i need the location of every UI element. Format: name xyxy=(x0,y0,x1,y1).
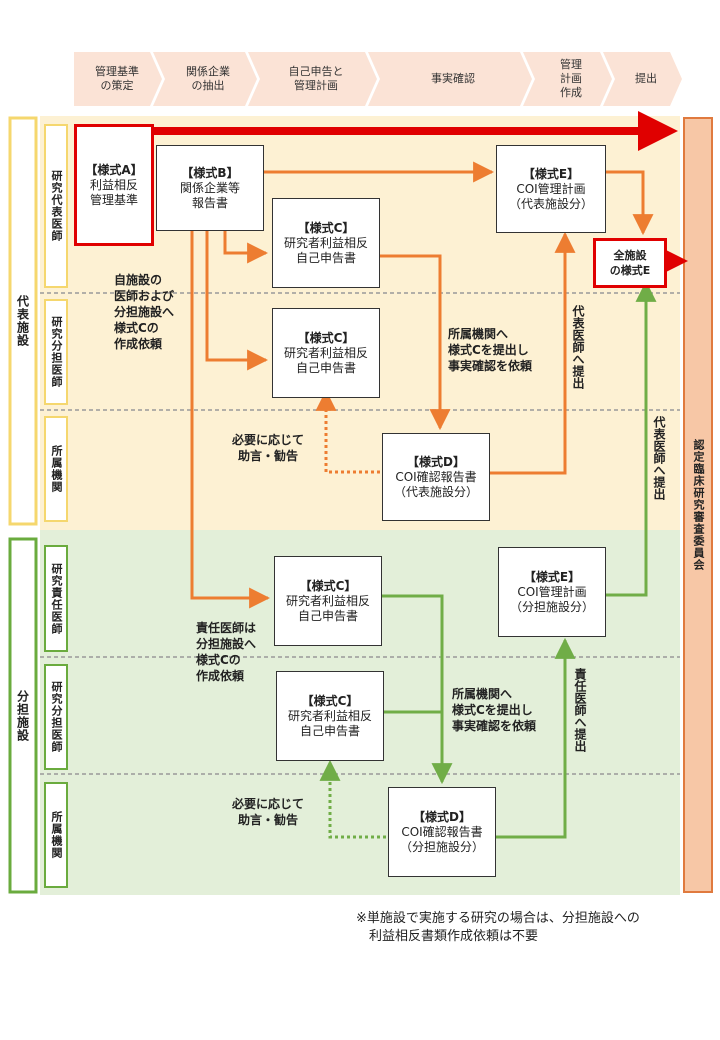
form-c1-box: 【様式C】 研究者利益相反 自己申告書 xyxy=(272,198,380,288)
note-submit-rep-pi-2: 代表医師へ提出 xyxy=(652,416,666,500)
form-e1-title: 【様式E】 xyxy=(522,166,580,181)
step-submit: 提出 xyxy=(635,72,657,85)
step-policy: 管理基準 の策定 xyxy=(95,65,139,92)
step-plan: 管理 計画 作成 xyxy=(560,58,582,99)
committee-bar xyxy=(683,117,713,893)
form-e2-box: 【様式E】 COI管理計画 （分担施設分） xyxy=(498,547,606,637)
role-br-pi: 研究責任医師 xyxy=(44,545,68,652)
chevron-step-3 xyxy=(248,52,377,106)
form-c1-line1: 研究者利益相反 xyxy=(283,235,368,250)
all-e-line2: の様式E xyxy=(609,264,651,277)
form-c3-title: 【様式C】 xyxy=(299,578,357,593)
branch-section-label: 分担施設 xyxy=(15,689,30,742)
representative-section-label: 代表施設 xyxy=(15,295,30,347)
role-rep-sub: 研究分担医師 xyxy=(44,299,68,405)
step-selfreport: 自己申告と 管理計画 xyxy=(288,65,344,92)
role-br-org: 所属機関 xyxy=(44,782,68,888)
form-e2-line1: COI管理計画 xyxy=(517,584,587,599)
form-c4-box: 【様式C】 研究者利益相反 自己申告書 xyxy=(276,671,384,761)
form-e2-title: 【様式E】 xyxy=(523,569,581,584)
form-c1-line2: 自己申告書 xyxy=(295,250,356,265)
form-e1-line1: COI管理計画 xyxy=(516,181,586,196)
form-c3-box: 【様式C】 研究者利益相反 自己申告書 xyxy=(274,556,382,646)
form-d1-line2: （代表施設分） xyxy=(393,484,478,499)
form-b-title: 【様式B】 xyxy=(181,165,239,180)
form-c1-title: 【様式C】 xyxy=(297,220,355,235)
note-advice-br: 必要に応じて 助言・勧告 xyxy=(232,797,305,827)
chevron-step-4 xyxy=(368,52,532,106)
orange-arrows xyxy=(190,161,654,609)
step-extract: 関係企業 の抽出 xyxy=(186,65,230,92)
form-b-box: 【様式B】 関係企業等 報告書 xyxy=(156,145,264,231)
form-c2-box: 【様式C】 研究者利益相反 自己申告書 xyxy=(272,308,380,398)
orange-dotted-advice xyxy=(315,389,380,474)
form-d1-title: 【様式D】 xyxy=(407,454,465,469)
chevron-step-6 xyxy=(603,52,682,106)
form-c3-line2: 自己申告書 xyxy=(297,608,358,623)
process-chevrons xyxy=(74,52,682,106)
note-submit-org-rep: 所属機関へ 様式Cを提出し 事実確認を依頼 xyxy=(448,327,533,373)
note-submit-org-br: 所属機関へ 様式Cを提出し 事実確認を依頼 xyxy=(452,687,537,733)
chevron-step-2 xyxy=(153,52,257,106)
note-request-rep: 自施設の 医師および 分担施設へ 様式Cの 作成依頼 xyxy=(114,273,175,351)
form-a-line1: 利益相反 xyxy=(89,177,138,192)
green-arrows xyxy=(382,280,657,839)
form-e1-line2: （代表施設分） xyxy=(508,196,593,211)
chevron-step-5 xyxy=(523,52,612,106)
form-d2-line1: COI確認報告書 xyxy=(401,824,483,839)
form-a-box: 【様式A】 利益相反 管理基準 xyxy=(74,124,154,246)
green-dotted-advice xyxy=(319,759,386,839)
form-c3-line1: 研究者利益相反 xyxy=(285,593,370,608)
note-advice-rep: 必要に応じて 助言・勧告 xyxy=(232,433,305,463)
role-br-sub: 研究分担医師 xyxy=(44,664,68,770)
form-a-line2: 管理基準 xyxy=(89,192,138,207)
form-b-line2: 報告書 xyxy=(191,195,228,210)
form-c2-title: 【様式C】 xyxy=(297,330,355,345)
note-submit-br-pi: 責任医師へ提出 xyxy=(573,668,587,752)
step-factcheck: 事実確認 xyxy=(431,72,475,85)
representative-section-border xyxy=(8,116,38,526)
all-e-line1: 全施設 xyxy=(613,249,647,262)
note-request-br: 責任医師は 分担施設へ 様式Cの 作成依頼 xyxy=(196,621,257,683)
committee-label: 認定臨床研究審査委員会 xyxy=(692,439,705,571)
all-form-e-box: 全施設 の様式E xyxy=(593,238,667,288)
form-c4-line2: 自己申告書 xyxy=(299,723,360,738)
form-d2-box: 【様式D】 COI確認報告書 （分担施設分） xyxy=(388,787,496,877)
form-d2-line2: （分担施設分） xyxy=(399,839,484,854)
form-c2-line2: 自己申告書 xyxy=(295,360,356,375)
form-b-line1: 関係企業等 xyxy=(179,180,240,195)
note-submit-rep-pi: 代表医師へ提出 xyxy=(571,305,585,389)
form-e1-box: 【様式E】 COI管理計画 （代表施設分） xyxy=(496,145,606,233)
form-d2-title: 【様式D】 xyxy=(413,809,471,824)
form-e2-line2: （分担施設分） xyxy=(509,599,594,614)
form-d1-box: 【様式D】 COI確認報告書 （代表施設分） xyxy=(382,433,490,521)
role-rep-pi: 研究代表医師 xyxy=(44,124,68,288)
role-rep-org: 所属機関 xyxy=(44,416,68,522)
form-c4-title: 【様式C】 xyxy=(301,693,359,708)
chevron-step-1 xyxy=(74,52,162,106)
footnote: ※単施設で実施する研究の場合は、分担施設への 利益相反書類作成依頼は不要 xyxy=(356,911,640,944)
branch-section-border xyxy=(8,537,38,894)
form-c2-line1: 研究者利益相反 xyxy=(283,345,368,360)
form-a-title: 【様式A】 xyxy=(85,162,143,177)
form-c4-line1: 研究者利益相反 xyxy=(287,708,372,723)
form-d1-line1: COI確認報告書 xyxy=(395,469,477,484)
